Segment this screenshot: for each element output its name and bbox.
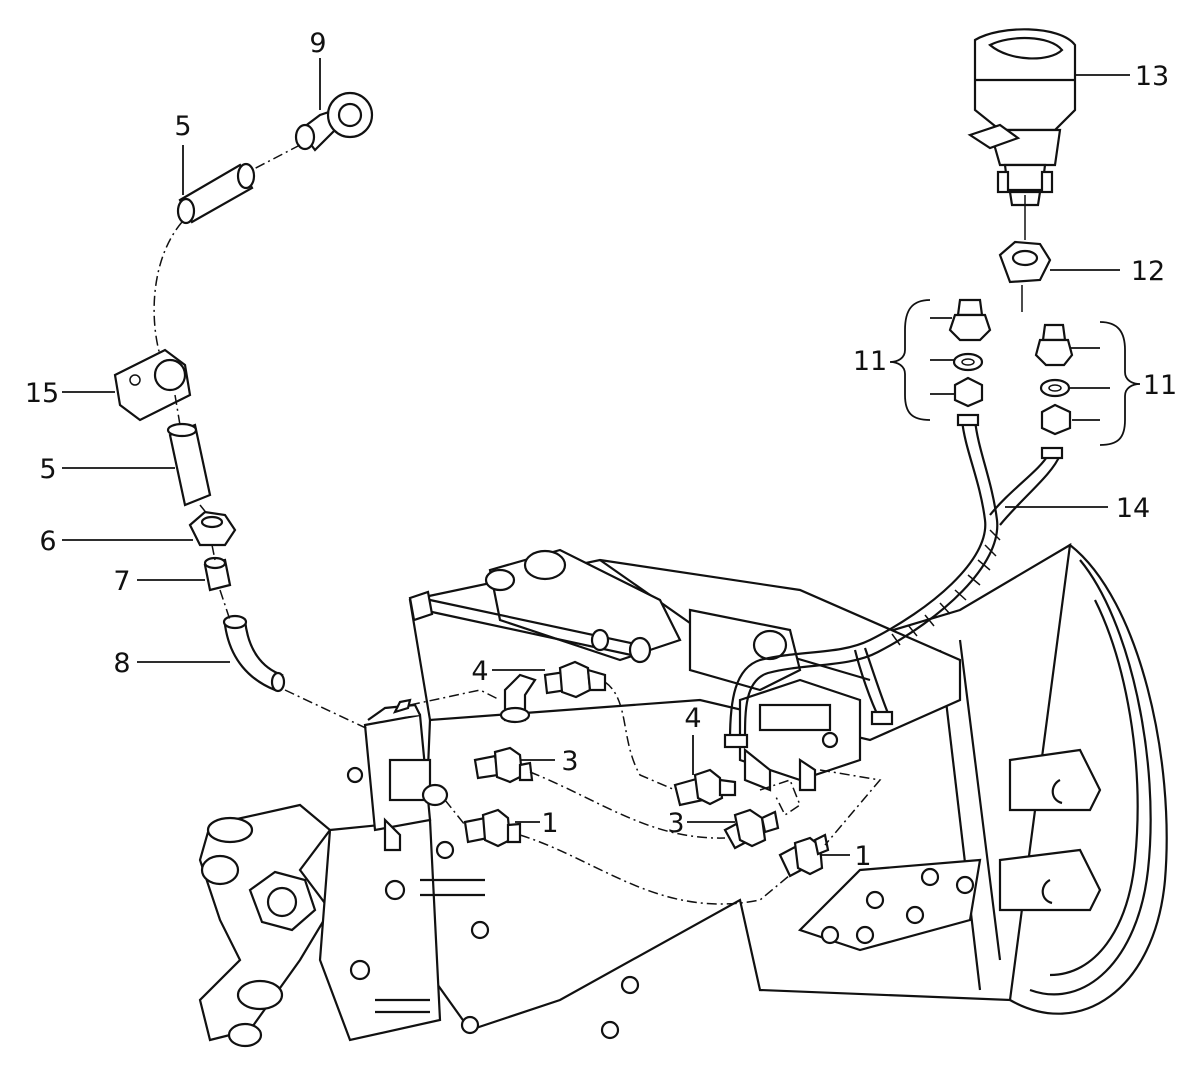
callout-12: 12 bbox=[1131, 256, 1165, 287]
switch-fitting-4b bbox=[673, 768, 737, 807]
callout-1-left: 1 bbox=[541, 808, 558, 839]
elbow-pipe bbox=[222, 614, 286, 693]
selector-knob bbox=[967, 28, 1077, 207]
callout-labels: 9 5 15 5 6 7 8 4 4 3 3 1 1 13 12 11 11 1… bbox=[25, 28, 1177, 872]
callout-14: 14 bbox=[1116, 493, 1150, 524]
hose-piece-lower bbox=[166, 422, 212, 507]
pressure-switch-1a bbox=[463, 808, 522, 848]
clamp-bracket bbox=[113, 348, 192, 422]
pressure-switch-1b bbox=[778, 833, 830, 878]
callout-7: 7 bbox=[113, 566, 130, 597]
banjo-fitting bbox=[294, 91, 374, 152]
callout-3-left: 3 bbox=[561, 746, 578, 777]
pressure-switch-3b bbox=[723, 808, 780, 850]
leader-lines bbox=[62, 58, 1130, 856]
hex-nut bbox=[998, 240, 1052, 284]
switch-fitting-4a bbox=[543, 660, 607, 699]
callout-8: 8 bbox=[113, 648, 130, 679]
callout-11-right: 11 bbox=[1143, 370, 1177, 401]
callout-5-lower: 5 bbox=[39, 454, 56, 485]
callout-1-right: 1 bbox=[854, 841, 871, 872]
callout-4-right: 4 bbox=[684, 703, 701, 734]
olive-ring bbox=[203, 556, 232, 592]
callout-9: 9 bbox=[309, 28, 326, 59]
item-11-braces bbox=[889, 299, 1141, 446]
callout-4-left: 4 bbox=[471, 656, 488, 687]
connector-set-left bbox=[948, 298, 992, 408]
union-nut bbox=[188, 510, 237, 547]
callout-13: 13 bbox=[1135, 61, 1169, 92]
connector-set-right bbox=[1034, 323, 1074, 436]
callout-6: 6 bbox=[39, 526, 56, 557]
callout-5-upper: 5 bbox=[174, 111, 191, 142]
routing-lines bbox=[153, 144, 1026, 905]
elbow-fitting bbox=[499, 673, 537, 724]
pressure-switch-3a bbox=[473, 746, 534, 784]
callout-3-right: 3 bbox=[667, 808, 684, 839]
callout-15: 15 bbox=[25, 378, 59, 409]
callout-11-left: 11 bbox=[853, 346, 887, 377]
wiring-harness bbox=[723, 413, 1064, 749]
hose-piece-upper bbox=[176, 162, 256, 225]
